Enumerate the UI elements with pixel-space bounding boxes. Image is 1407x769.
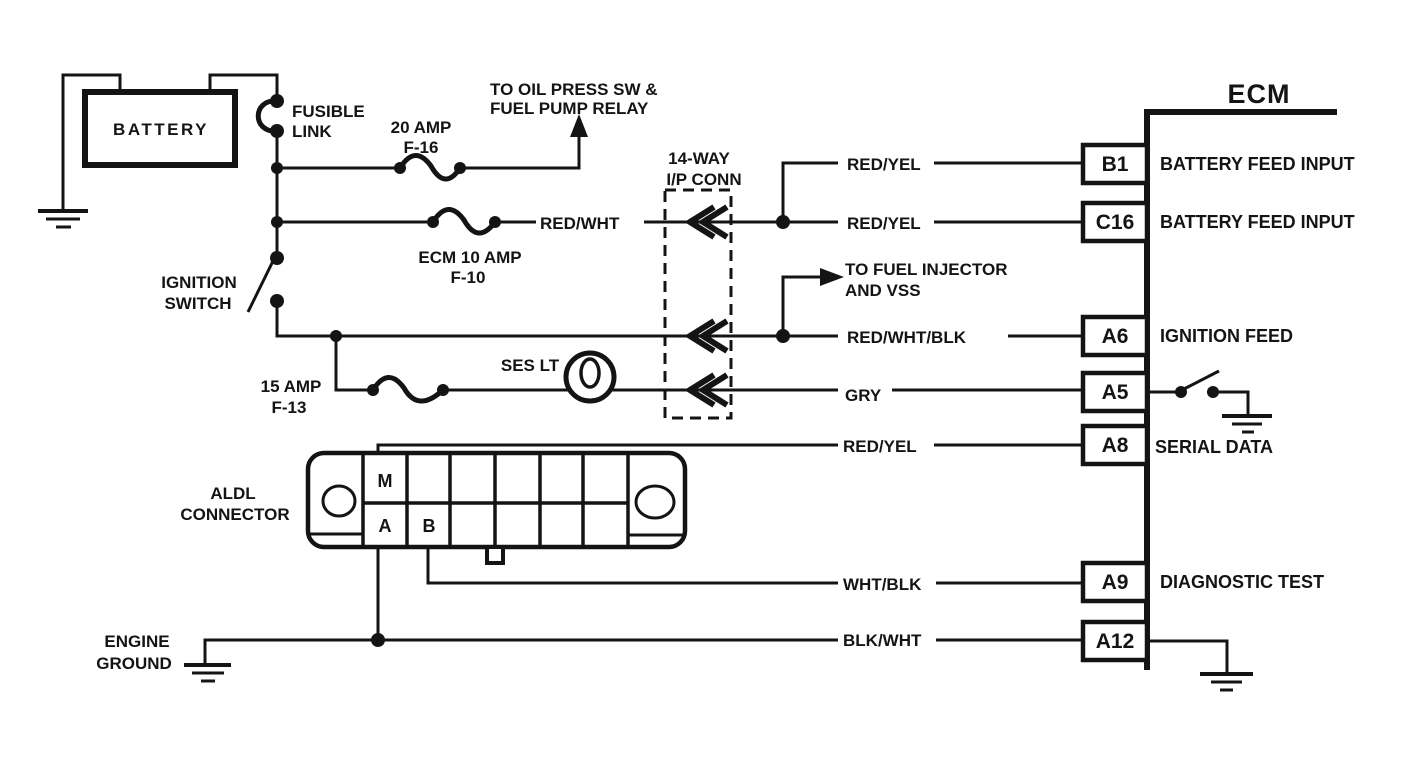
fuse20-label-2: F-16 — [404, 138, 439, 157]
ip-conn-label-2: I/P CONN — [666, 170, 741, 189]
wire-a5-a — [334, 336, 373, 392]
fuse10-label-1: ECM 10 AMP — [418, 248, 521, 267]
wire-battery-ground — [61, 73, 122, 211]
pin-box-b1 — [1080, 142, 1150, 186]
pin-box-a8 — [1080, 423, 1150, 467]
junction-dots — [270, 94, 1219, 647]
aldl-mount-hole-left — [321, 484, 357, 518]
engine-ground-label-1: ENGINE — [104, 632, 169, 651]
pin-id-a12: A12 — [1096, 630, 1135, 653]
fuel-injector-label-1: TO FUEL INJECTOR — [845, 260, 1007, 279]
aldl-pin-b: B — [423, 516, 436, 536]
wire-a12-ground — [1147, 639, 1229, 672]
wire-battery-bus-top — [208, 73, 279, 101]
pin-box-a5 — [1080, 370, 1150, 414]
wire-label-a9: WHT/BLK — [843, 575, 922, 594]
aldl-label-2: CONNECTOR — [180, 505, 289, 524]
pin-label-b1: BATTERY FEED INPUT — [1160, 154, 1355, 174]
wire-label-red-wht: RED/WHT — [540, 214, 620, 233]
aldl-mount-hole-right — [634, 484, 676, 520]
ip-connector-chevron-icon — [684, 372, 729, 408]
battery-label: BATTERY — [113, 120, 209, 139]
fusible-link-label-1: FUSIBLE — [292, 102, 365, 121]
wire-label-a8: RED/YEL — [843, 437, 917, 456]
wire-label-a6: RED/WHT/BLK — [847, 328, 967, 347]
ecm-body-outline — [1144, 109, 1337, 670]
fuse-f13-symbol — [370, 375, 446, 404]
wire-fuel-injector-branch — [781, 275, 822, 336]
ignition-switch-blade — [246, 258, 276, 313]
fusible-link-label-2: LINK — [292, 122, 332, 141]
pin-id-a5: A5 — [1102, 381, 1129, 404]
engine-ground-label-2: GROUND — [96, 654, 172, 673]
pin-box-a12 — [1080, 619, 1150, 663]
ip-connector-chevron-icon — [684, 318, 729, 354]
pin-box-a6 — [1080, 314, 1150, 358]
oil-press-label-2: FUEL PUMP RELAY — [490, 99, 649, 118]
pin-label-a8: SERIAL DATA — [1155, 437, 1273, 457]
oil-press-arrow-icon — [570, 114, 588, 137]
battery-ground-symbol — [38, 209, 88, 229]
ip-conn-label-1: 14-WAY — [668, 149, 730, 168]
aldl-connector: M A B — [305, 450, 688, 565]
pin-box-a9 — [1080, 560, 1150, 604]
wire-b1-a — [781, 161, 838, 222]
aldl-label-1: ALDL — [210, 484, 255, 503]
fuse10-label-2: F-10 — [451, 268, 486, 287]
ip-connector-dashed-box — [663, 188, 733, 420]
ses-lamp-icon — [563, 350, 617, 404]
aldl-key-tab — [485, 545, 505, 565]
wire-runs — [61, 73, 1250, 672]
wire-label-a5: GRY — [845, 386, 882, 405]
wire-f16-right — [460, 136, 581, 170]
pin-label-c16: BATTERY FEED INPUT — [1160, 212, 1355, 232]
pin-id-a9: A9 — [1102, 571, 1129, 594]
ecm-pin-labels: BATTERY FEED INPUT BATTERY FEED INPUT IG… — [1155, 154, 1355, 592]
a12-ground-symbol — [1200, 672, 1253, 692]
battery-box — [82, 89, 238, 168]
ecm-pin-boxes: B1 C16 A6 A5 A8 A9 A12 — [1080, 142, 1150, 663]
wire-a5-switch-ground — [1213, 390, 1250, 414]
wire-label-c16: RED/YEL — [847, 214, 921, 233]
fuse-f10-symbol — [430, 207, 498, 236]
aldl-pin-m: M — [378, 471, 393, 491]
a5-switch-blade — [1183, 369, 1220, 391]
ignition-switch-label-1: IGNITION — [161, 273, 237, 292]
pin-id-a6: A6 — [1102, 325, 1129, 348]
ecm-title: ECM — [1228, 79, 1291, 109]
fuse15-label-1: 15 AMP — [261, 377, 322, 396]
pin-label-a9: DIAGNOSTIC TEST — [1160, 572, 1324, 592]
aldl-pin-a: A — [379, 516, 392, 536]
wire-a12-a — [203, 638, 838, 664]
wire-label-b1: RED/YEL — [847, 155, 921, 174]
a5-ground-symbol — [1222, 414, 1272, 434]
oil-press-label-1: TO OIL PRESS SW & — [490, 80, 658, 99]
ses-lt-label: SES LT — [501, 356, 560, 375]
ip-connector-chevron-icon — [684, 204, 729, 240]
pin-id-b1: B1 — [1102, 153, 1129, 176]
engine-ground-symbol — [184, 663, 231, 683]
fuse15-label-2: F-13 — [272, 398, 307, 417]
fuel-injector-arrow-icon — [820, 268, 844, 286]
pin-id-a8: A8 — [1102, 434, 1129, 457]
component-labels: FUSIBLE LINK 20 AMP F-16 TO OIL PRESS SW… — [96, 80, 1007, 673]
fuse-f16-symbol — [397, 153, 463, 182]
fuel-injector-label-2: AND VSS — [845, 281, 921, 300]
wire-label-a12: BLK/WHT — [843, 631, 922, 650]
wire-a6-a — [275, 301, 838, 338]
wire-a9-a — [426, 546, 838, 585]
pin-label-a6: IGNITION FEED — [1160, 326, 1293, 346]
ignition-switch-label-2: SWITCH — [164, 294, 231, 313]
pin-box-c16 — [1080, 200, 1150, 244]
fuse20-label-1: 20 AMP — [391, 118, 452, 137]
wire-color-labels: RED/WHT RED/YEL RED/YEL RED/WHT/BLK GRY … — [540, 155, 967, 650]
pin-id-c16: C16 — [1096, 211, 1135, 234]
